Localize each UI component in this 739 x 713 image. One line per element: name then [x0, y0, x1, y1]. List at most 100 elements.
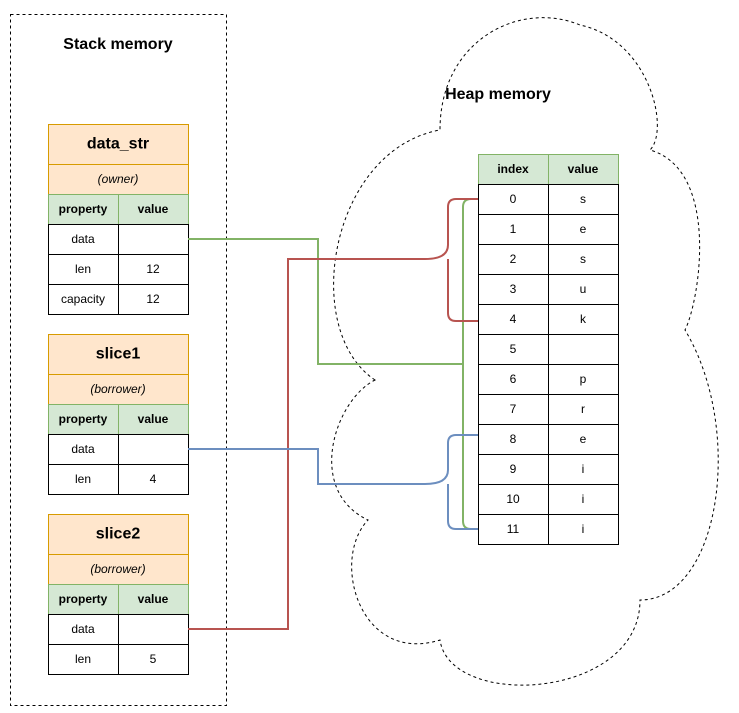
heap-row-4-value: k [580, 312, 587, 326]
heap-row-2-value-cell [548, 244, 619, 275]
heap-row-0-index-cell [478, 184, 549, 215]
slice1-name-cell [48, 334, 189, 375]
heap-row-0-index: 0 [510, 192, 517, 206]
heap-row-5-index-cell [478, 334, 549, 365]
heap-header-value-cell [548, 154, 619, 185]
heap-row-3-index: 3 [510, 282, 517, 296]
slice1-header-value: value [138, 412, 169, 426]
heap-row-7-value: r [581, 402, 585, 416]
slice1-row-len-property: len [75, 472, 91, 486]
heap-row-0-value-cell [548, 184, 619, 215]
slice2-row-len-value: 5 [150, 652, 157, 666]
stack-memory-title: Stack memory [63, 36, 172, 53]
data-str-role: (owner) [98, 172, 139, 186]
data-str-row-len-property-cell [48, 254, 119, 285]
struct-slice1: slice1 (borrower) property value data len 4 [48, 334, 189, 495]
link-data-str-to-heap [188, 198, 478, 530]
data-str-row-capacity-value: 12 [146, 292, 160, 306]
data-str-name: data_str [87, 136, 149, 153]
slice2-name: slice2 [96, 526, 141, 543]
slice2-row-len-value-cell [118, 644, 189, 675]
slice1-row-len-value-cell [118, 464, 189, 495]
link-slice2-line [188, 198, 478, 630]
heap-row-3-value-cell [548, 274, 619, 305]
heap-row-11-value-cell [548, 514, 619, 545]
pointer-links [188, 198, 478, 630]
slice2-header-value: value [138, 592, 169, 606]
slice1-row-len-value: 4 [150, 472, 157, 486]
heap-row-10-value-cell [548, 484, 619, 515]
slice1-row-data-value-cell [118, 434, 189, 465]
heap-row-1-index-cell [478, 214, 549, 245]
heap-row-6-index-cell [478, 364, 549, 395]
data-str-role-cell [48, 164, 189, 195]
data-str-row-len-property: len [75, 262, 91, 276]
heap-memory-cloud [331, 17, 719, 686]
heap-row-3-index-cell [478, 274, 549, 305]
slice1-row-data-property-cell [48, 434, 119, 465]
heap-row-9-index: 9 [510, 462, 517, 476]
heap-row-1-value: e [580, 222, 587, 236]
struct-data-str: data_str (owner) property value data len 12 cap… [48, 124, 189, 315]
heap-row-2-value: s [580, 252, 586, 266]
slice2-row-data-property: data [71, 622, 95, 636]
heap-header-index: index [497, 162, 529, 176]
heap-row-1-index: 1 [510, 222, 517, 236]
heap-row-9-value: i [582, 462, 585, 476]
heap-row-5-value-cell [548, 334, 619, 365]
data-str-row-capacity-property: capacity [61, 292, 105, 306]
heap-header-index-cell [478, 154, 549, 185]
heap-row-3-value: u [580, 282, 587, 296]
heap-row-8-value: e [580, 432, 587, 446]
slice2-row-len-property: len [75, 652, 91, 666]
heap-row-11-value: i [582, 522, 585, 536]
heap-row-6-index: 6 [510, 372, 517, 386]
slice1-name: slice1 [96, 346, 141, 363]
link-slice1-line [188, 434, 478, 530]
link-slice2-to-heap [188, 198, 478, 630]
slice2-header-property-cell [48, 584, 119, 615]
heap-row-8-index: 8 [510, 432, 517, 446]
heap-memory-title: Heap memory [445, 86, 551, 103]
heap-row-8-value-cell [548, 424, 619, 455]
data-str-row-data-value-cell [118, 224, 189, 255]
slice1-row-data-property: data [71, 442, 95, 456]
slice1-role: (borrower) [90, 382, 145, 396]
heap-row-1-value-cell [548, 214, 619, 245]
slice1-row-len-property-cell [48, 464, 119, 495]
slice2-header-property: property [59, 592, 108, 606]
heap-row-4-index-cell [478, 304, 549, 335]
struct-slice2: slice2 (borrower) property value data len 5 [48, 514, 189, 675]
heap-row-6-value-cell [548, 364, 619, 395]
heap-row-5-index: 5 [510, 342, 517, 356]
heap-row-11-index-cell [478, 514, 549, 545]
data-str-row-len-value: 12 [146, 262, 160, 276]
heap-row-0-value: s [580, 192, 586, 206]
heap-row-9-value-cell [548, 454, 619, 485]
heap-row-6-value: p [580, 372, 587, 386]
slice1-header-property: property [59, 412, 108, 426]
link-data-str-line [188, 238, 463, 365]
stack-memory-container [10, 14, 227, 706]
heap-header-value: value [568, 162, 599, 176]
slice2-role-cell [48, 554, 189, 585]
heap-row-4-index: 4 [510, 312, 517, 326]
data-str-row-data-property: data [71, 232, 95, 246]
heap-row-2-index: 2 [510, 252, 517, 266]
data-str-header-value: value [138, 202, 169, 216]
link-slice1-to-heap [188, 434, 478, 530]
heap-row-10-value: i [582, 492, 585, 506]
slice2-role: (borrower) [90, 562, 145, 576]
data-str-row-len-value-cell [118, 254, 189, 285]
slice1-header-value-cell [118, 404, 189, 435]
slice1-role-cell [48, 374, 189, 405]
slice2-row-data-value-cell [118, 614, 189, 645]
heap-row-10-index: 10 [506, 492, 520, 506]
data-str-header-property: property [59, 202, 108, 216]
link-data-str-bracket [462, 198, 478, 530]
data-str-row-capacity-value-cell [118, 284, 189, 315]
heap-row-2-index-cell [478, 244, 549, 275]
heap-row-7-index: 7 [510, 402, 517, 416]
